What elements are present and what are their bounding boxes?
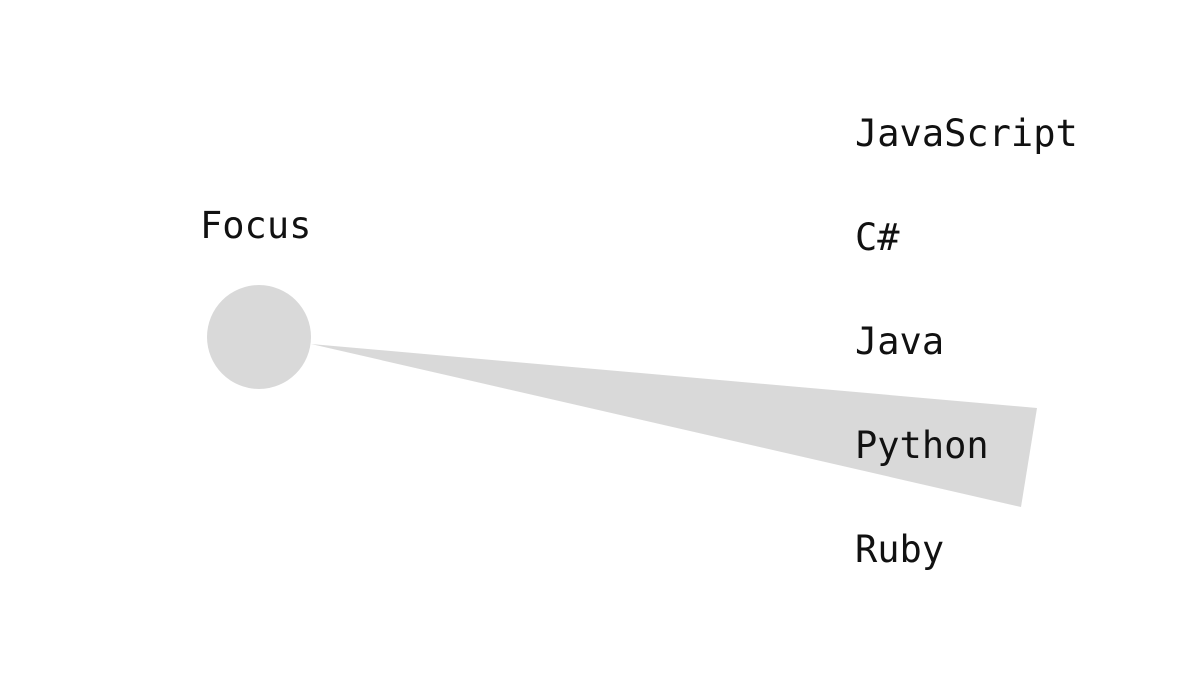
focus-node: [207, 285, 311, 389]
focus-label: Focus: [200, 204, 311, 247]
option-label-csharp: C#: [855, 216, 900, 259]
option-label-ruby: Ruby: [855, 528, 944, 571]
option-label-python: Python: [855, 424, 989, 467]
focus-beam: [311, 344, 1037, 507]
option-label-javascript: JavaScript: [855, 112, 1078, 155]
option-label-java: Java: [855, 320, 944, 363]
